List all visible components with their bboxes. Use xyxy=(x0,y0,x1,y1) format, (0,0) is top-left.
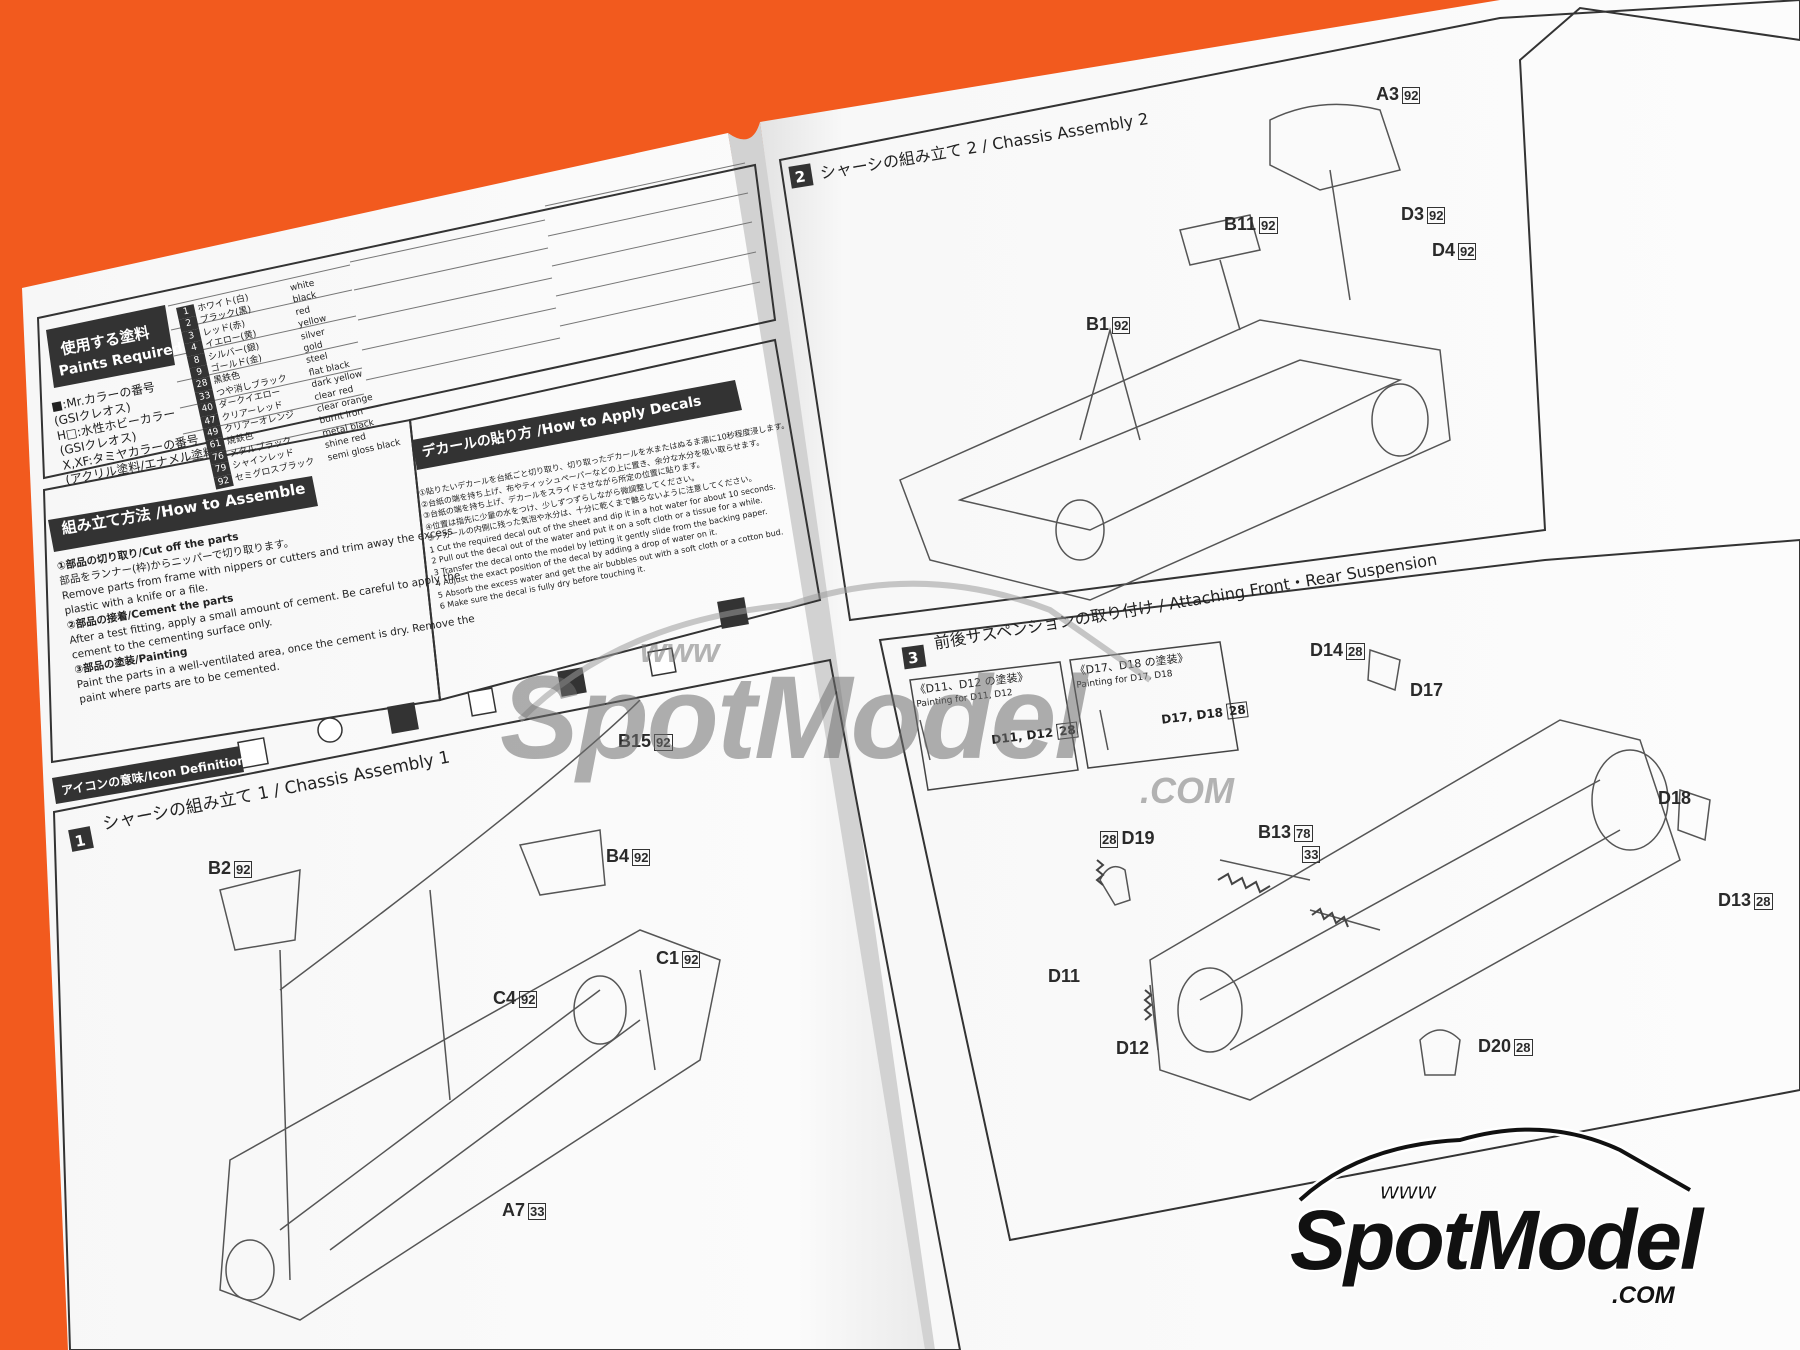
part-code: D3 xyxy=(1401,204,1425,224)
part-code: A7 xyxy=(502,1200,526,1220)
paint-number: 28 xyxy=(1514,1039,1533,1056)
part-label-d11: D11 xyxy=(1048,966,1081,986)
part-code: B13 xyxy=(1258,822,1292,842)
paint-number: 28 xyxy=(1346,643,1365,660)
paints-heading-box xyxy=(46,305,175,388)
right-page xyxy=(760,0,1800,1350)
watermark-brand: SpotModel xyxy=(500,652,1087,784)
paint-number: 92 xyxy=(632,849,651,866)
part-code: B15 xyxy=(618,731,652,751)
part-code: D4 xyxy=(1432,240,1456,260)
paints-box xyxy=(36,163,777,480)
part-code: D19 xyxy=(1121,828,1155,848)
decals-box xyxy=(408,338,822,702)
part-label-d12: D12 xyxy=(1116,1038,1150,1058)
watermark-www: www xyxy=(640,632,720,670)
left-page xyxy=(22,133,935,1350)
paint-number: 28 xyxy=(1100,831,1119,848)
paint-number: 92 xyxy=(1427,207,1446,224)
step3-box xyxy=(878,538,1800,1242)
paint-number: 92 xyxy=(1402,87,1421,104)
logo-www: www xyxy=(1379,1178,1437,1206)
paint-number: 33 xyxy=(528,1203,547,1220)
paint-number: 92 xyxy=(1458,243,1477,260)
part-code: B11 xyxy=(1224,214,1257,234)
paint-number: 92 xyxy=(654,734,673,751)
step2-box xyxy=(778,0,1800,622)
paint-number: 92 xyxy=(234,861,253,878)
part-code: B2 xyxy=(208,858,232,878)
paint-number: 92 xyxy=(1112,317,1131,334)
paint-number: 92 xyxy=(519,991,538,1008)
logo-dotcom: .COM xyxy=(1612,1282,1675,1309)
part-code: C1 xyxy=(656,948,680,968)
paint-number: 92 xyxy=(1259,217,1278,234)
part-code: D14 xyxy=(1310,640,1344,660)
part-label-d18: D18 xyxy=(1658,788,1692,808)
part-code: B1 xyxy=(1086,314,1110,334)
watermark-dotcom: .COM xyxy=(1140,770,1234,811)
part-code: D13 xyxy=(1718,890,1752,910)
part-code: D20 xyxy=(1478,1036,1512,1056)
paint-number: 78 xyxy=(1294,825,1313,842)
part-label-d17: D17 xyxy=(1410,680,1444,700)
spring-paint-label: 33 xyxy=(1302,846,1321,863)
paint-number: 92 xyxy=(682,951,701,968)
part-code: C4 xyxy=(493,988,517,1008)
step1-box xyxy=(52,658,962,1350)
paint-number: 28 xyxy=(1754,893,1773,910)
part-code: B4 xyxy=(606,846,630,866)
part-code: A3 xyxy=(1376,84,1400,104)
logo-brand: SpotModel xyxy=(1290,1193,1703,1287)
